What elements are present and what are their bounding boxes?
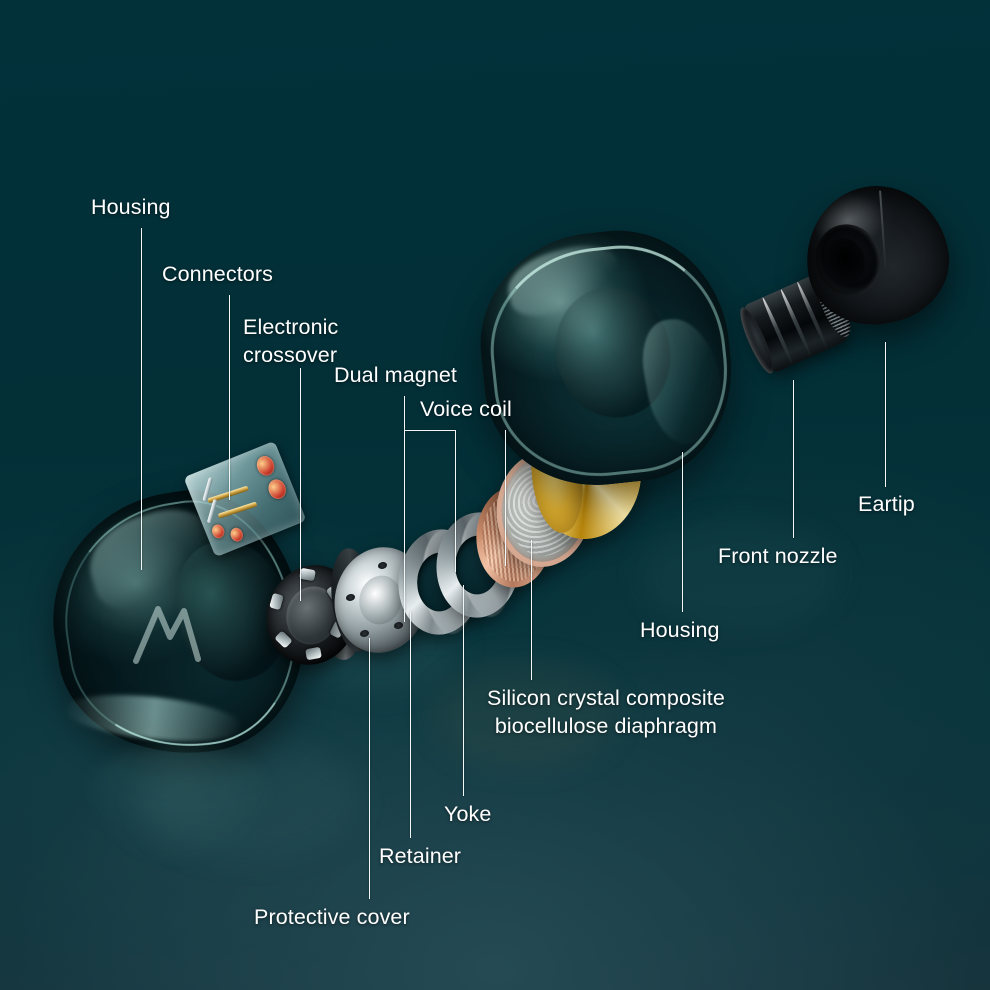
- label-diaphragm: Silicon crystal composite biocellulose di…: [487, 685, 725, 740]
- label-diaphragm-line2: biocellulose diaphragm: [494, 713, 717, 738]
- label-yoke: Yoke: [444, 801, 491, 829]
- brand-logo-icon: [133, 606, 202, 665]
- leader-connectors: [229, 295, 231, 500]
- leader-eartip: [885, 342, 887, 487]
- leader-crossover: [300, 368, 302, 601]
- label-voice-coil: Voice coil: [420, 396, 512, 424]
- leader-diaphragm: [531, 540, 533, 680]
- leader-dual-magnet-branch-1: [404, 430, 406, 622]
- label-protective-cover: Protective cover: [254, 904, 410, 932]
- leader-front-nozzle: [793, 380, 795, 538]
- label-connectors-text: Connectors: [162, 262, 273, 286]
- rear-housing-shell: [35, 475, 321, 866]
- label-front-nozzle: Front nozzle: [718, 543, 838, 571]
- leader-retainer: [410, 612, 412, 838]
- shell-reflection: [73, 744, 283, 866]
- label-housing-front: Housing: [640, 617, 720, 645]
- leader-voice-coil: [505, 430, 507, 566]
- label-front-nozzle-text: Front nozzle: [718, 544, 838, 568]
- label-diaphragm-line1: Silicon crystal composite: [487, 686, 725, 710]
- label-housing-rear: Housing: [91, 194, 171, 222]
- front-housing-shell: [469, 219, 743, 497]
- label-eartip-text: Eartip: [858, 492, 915, 516]
- leader-dual-magnet-branch-2: [455, 430, 457, 572]
- leader-protective-cover: [369, 638, 371, 899]
- label-protective-cover-text: Protective cover: [254, 905, 410, 929]
- label-connectors: Connectors: [162, 261, 273, 289]
- bokeh-glow-3: [140, 740, 360, 860]
- leader-housing-rear: [141, 228, 143, 570]
- label-retainer-text: Retainer: [379, 844, 462, 868]
- cover-clip-1: [299, 567, 316, 582]
- label-housing-rear-text: Housing: [91, 195, 171, 219]
- leader-dual-magnet-crossbar: [404, 430, 456, 432]
- label-dual-magnet-text: Dual magnet: [334, 363, 458, 387]
- leader-yoke: [463, 585, 465, 796]
- label-yoke-text: Yoke: [444, 802, 492, 826]
- label-housing-front-text: Housing: [640, 618, 720, 642]
- label-dual-magnet: Dual magnet: [334, 362, 457, 390]
- label-voice-coil-text: Voice coil: [420, 397, 512, 421]
- leader-housing-front: [682, 452, 684, 612]
- leader-dual-magnet-stem: [404, 396, 406, 430]
- eartip-part: [795, 174, 959, 336]
- label-eartip: Eartip: [858, 491, 915, 519]
- label-crossover-line2: crossover: [243, 342, 338, 367]
- label-retainer: Retainer: [379, 843, 461, 871]
- label-crossover: Electronic crossover: [243, 314, 338, 369]
- label-crossover-line1: Electronic: [243, 315, 339, 339]
- bokeh-glow-4: [640, 520, 840, 630]
- bokeh-glow-2: [430, 660, 620, 770]
